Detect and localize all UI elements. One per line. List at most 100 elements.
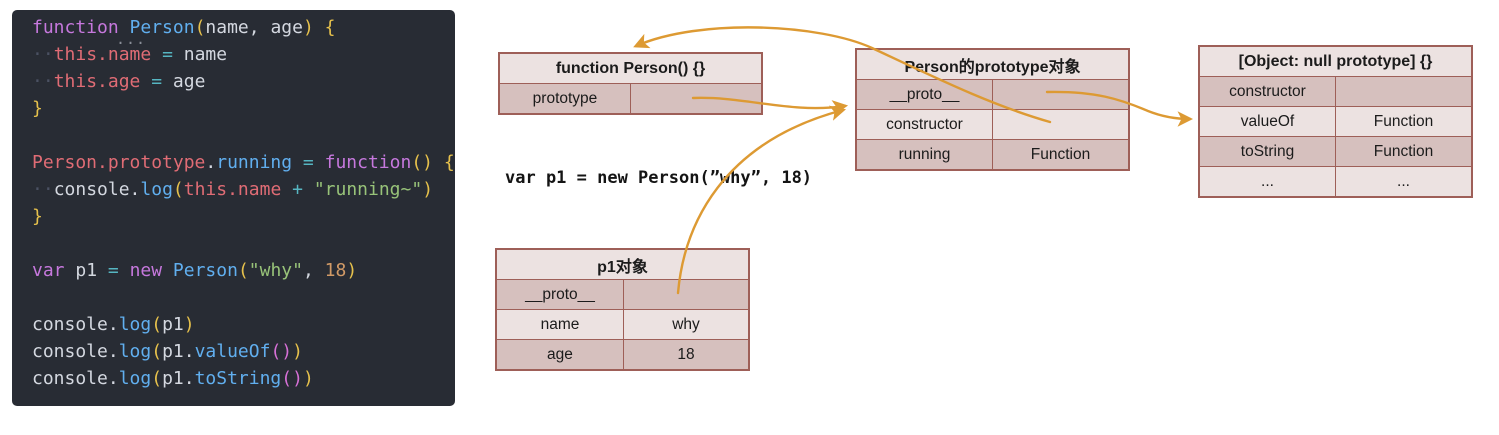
code-token: toString	[194, 368, 282, 389]
code-token: this.age	[53, 71, 141, 92]
code-token: =	[151, 44, 184, 65]
table-cell-key: constructor	[857, 110, 993, 139]
code-token: log	[118, 341, 152, 362]
code-token: this.name	[53, 44, 152, 65]
code-token	[119, 260, 130, 281]
code-token: Person.prototype	[32, 152, 206, 173]
table-cell-key: age	[497, 340, 624, 369]
code-line	[32, 122, 455, 149]
code-token: "why"	[248, 260, 303, 281]
code-token: }	[32, 98, 43, 119]
var-p1-statement: var p1 = new Person(”why”, 18)	[505, 168, 813, 188]
code-token: )	[302, 17, 314, 38]
table-title: function Person() {}	[500, 54, 761, 83]
table-title: p1对象	[497, 250, 748, 279]
code-token: )	[292, 341, 303, 362]
table-cell-key: toString	[1200, 137, 1336, 166]
code-token: ··	[32, 44, 54, 65]
code-token: console.	[32, 341, 119, 362]
code-token: Person	[129, 17, 195, 38]
code-token: running	[216, 152, 293, 173]
code-token: console.	[32, 368, 119, 389]
code-token: (	[151, 341, 163, 362]
table-row: __proto__	[857, 79, 1128, 109]
code-token: new	[129, 260, 163, 281]
table-row: constructor	[857, 109, 1128, 139]
code-token: function	[324, 152, 412, 173]
code-line: console.log(p1)	[32, 311, 455, 338]
code-token: (	[151, 368, 163, 389]
code-line: ··this.name = name	[32, 41, 455, 68]
code-token: ()	[411, 152, 433, 173]
table-cell-value: why	[672, 315, 700, 333]
code-token: ()	[281, 368, 303, 389]
code-token: p1.	[162, 341, 195, 362]
table-person-prototype-object: Person的prototype对象 __proto__ constructor…	[855, 48, 1130, 171]
code-line: ··console.log(this.name + "running~")	[32, 176, 455, 203]
code-token: {	[324, 17, 336, 38]
code-token: 18	[324, 260, 347, 281]
code-token: ,	[302, 260, 325, 281]
code-token	[162, 260, 173, 281]
table-cell-key: prototype	[500, 84, 631, 113]
table-p1-object: p1对象 __proto__ name why age 18	[495, 248, 750, 371]
inline-hint-ellipsis: ...	[116, 30, 147, 48]
code-token: name	[183, 44, 228, 65]
code-lines: function Person(name, age) {··this.name …	[32, 14, 455, 392]
code-token: this.name	[183, 179, 282, 200]
code-token: log	[140, 179, 173, 200]
table-row: __proto__	[497, 279, 748, 309]
code-token: =	[140, 71, 173, 92]
code-token: function	[32, 17, 119, 38]
table-cell-key: constructor	[1200, 77, 1336, 106]
table-cell-value	[993, 110, 1128, 139]
code-token: (	[194, 17, 206, 38]
table-row: prototype	[500, 83, 761, 113]
code-token: age	[172, 71, 206, 92]
code-line	[32, 230, 455, 257]
code-token: name, age	[205, 17, 303, 38]
table-cell-value	[993, 80, 1128, 109]
code-token: ··	[32, 179, 54, 200]
code-line: ··this.age = age	[32, 68, 455, 95]
code-token: (	[237, 260, 249, 281]
table-cell-key: __proto__	[857, 80, 993, 109]
code-line: var p1 = new Person("why", 18)	[32, 257, 455, 284]
table-row: toString Function	[1200, 136, 1471, 166]
code-token	[314, 17, 325, 38]
table-object-null-prototype: [Object: null prototype] {} constructor …	[1198, 45, 1473, 198]
code-token: p1	[162, 314, 184, 335]
code-line: console.log(p1.valueOf())	[32, 338, 455, 365]
table-title: Person的prototype对象	[857, 50, 1128, 79]
code-token: )	[302, 368, 314, 389]
code-line: }	[32, 203, 455, 230]
code-line: Person.prototype.running = function() {	[32, 149, 455, 176]
table-cell-value: Function	[1373, 112, 1434, 130]
code-token: "running~"	[313, 179, 423, 200]
table-cell-key: running	[857, 140, 993, 169]
code-token: log	[118, 314, 152, 335]
table-cell-value: Function	[1030, 145, 1091, 163]
code-line: function Person(name, age) {	[32, 14, 455, 41]
code-token: {	[443, 152, 455, 173]
code-token: Person	[172, 260, 238, 281]
table-row: constructor	[1200, 76, 1471, 106]
table-cell-value	[624, 280, 748, 309]
code-editor-panel: function Person(name, age) {··this.name …	[12, 10, 455, 406]
table-title: [Object: null prototype] {}	[1200, 47, 1471, 76]
table-row: ... ...	[1200, 166, 1471, 196]
code-line: }	[32, 95, 455, 122]
table-cell-key: ...	[1200, 167, 1336, 196]
table-cell-value: 18	[677, 345, 695, 363]
table-cell-value: Function	[1373, 142, 1434, 160]
table-cell-key: name	[497, 310, 624, 339]
code-line	[32, 284, 455, 311]
table-function-person: function Person() {} prototype	[498, 52, 763, 115]
code-token: log	[118, 368, 152, 389]
code-token: console.	[32, 314, 119, 335]
code-token: ()	[270, 341, 293, 362]
table-cell-key: __proto__	[497, 280, 624, 309]
code-token: console.	[53, 179, 141, 200]
code-token: .	[205, 152, 217, 173]
